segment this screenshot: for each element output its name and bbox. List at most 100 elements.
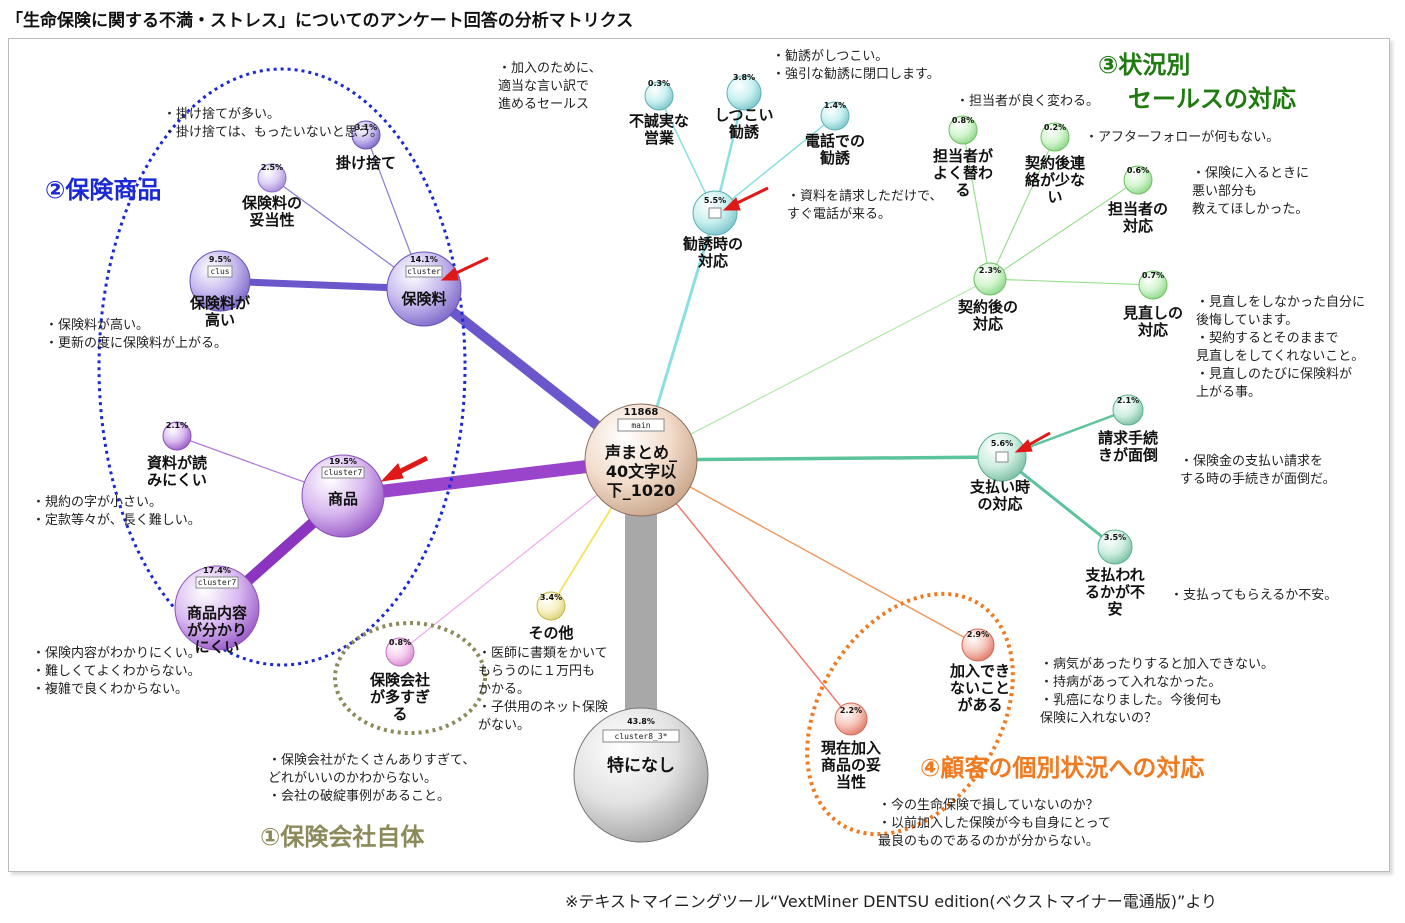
node-kaisha: 0.8% — [385, 637, 415, 667]
node-datosei: 2.5% — [257, 163, 287, 193]
percent-label: 14.1% — [410, 255, 438, 264]
node-label-shohin: 商品 — [327, 490, 359, 508]
cluster-tag: cluster7 — [324, 468, 363, 477]
note-sonota: ・医師に書類をかいて もらうのに１万円も かかる。・子供用のネット保険 がない。 — [478, 646, 609, 733]
note-shitsukoi: ・勧誘がしつこい。・強引な勧誘に閉口します。 — [772, 49, 940, 82]
svg-text:0.3%: 0.3% — [648, 79, 670, 88]
edge-kanyuji-denwa — [714, 115, 836, 214]
node-kanyuji: 5.5% — [692, 190, 738, 236]
edge-center-keiyakugo — [640, 278, 991, 461]
node-label-kaisha: 保険会社が多すぎる — [369, 671, 431, 723]
node-denwa: 1.4% — [820, 101, 850, 131]
cluster-tag: cluster8_3* — [615, 732, 668, 741]
group-label-sales-1: ③状況別 — [1098, 51, 1191, 79]
edge-center-shiharaiji — [640, 455, 1003, 462]
node-kakesute: 3.1% — [351, 120, 381, 150]
node-label-naiyo: 商品内容が分かりにくい — [186, 604, 248, 656]
red-arrow-icon — [380, 455, 429, 482]
cluster-tag: clus — [210, 267, 229, 276]
node-label-fuseijitsu: 不誠実な営業 — [628, 112, 690, 147]
node-label-renraku: 契約後連絡が少ない — [1024, 154, 1086, 206]
node-shiryo: 2.1% — [162, 421, 192, 451]
note-fuseijitsu: ・加入のために、 適当な言い訳で 進めるセールス — [498, 61, 602, 112]
node-takai[interactable]: 9.5% clus — [189, 250, 251, 312]
percent-label: 43.8% — [627, 717, 655, 726]
red-arrow-icon — [722, 186, 769, 211]
edge-keiyakugo-renraku — [989, 136, 1056, 280]
node-label-tanto: 担当者がよく替わる — [932, 147, 994, 199]
node-label-datosei: 保険料の妥当性 — [241, 194, 303, 229]
note-naiyo: ・保険内容がわかりにくい。・難しくてよくわからない。・複雑で良くわからない。 — [32, 646, 201, 697]
node-hokenryo[interactable]: 14.1% cluster — [386, 251, 462, 327]
node-label-minaoshi: 見直しの対応 — [1122, 304, 1184, 339]
svg-text:2.5%: 2.5% — [261, 163, 283, 172]
svg-text:1.4%: 1.4% — [824, 101, 846, 110]
node-minaoshi: 0.7% — [1138, 270, 1168, 300]
svg-text:0.6%: 0.6% — [1127, 166, 1149, 175]
small-nodes: 3.1% 2.5% 2.1% 0.8% 3.4% 0.3% 3.8% 1.4% … — [162, 73, 1168, 736]
note-takai: ・保険料が高い。・更新の度に保険料が上がる。 — [45, 318, 228, 351]
node-tantotaio: 0.6% — [1123, 165, 1153, 195]
svg-text:0.7%: 0.7% — [1142, 271, 1164, 280]
group-label-company: ①保険会社自体 — [260, 823, 425, 851]
node-label-seikyu: 請求手続きが面倒 — [1097, 429, 1159, 464]
svg-text:0.8%: 0.8% — [389, 638, 411, 647]
red-arrow-icon — [440, 256, 489, 281]
node-center[interactable]: 11868 main — [584, 403, 698, 517]
node-label-keiyakugo: 契約後の対応 — [957, 298, 1019, 333]
svg-text:3.5%: 3.5% — [1104, 533, 1126, 542]
node-label-sonota: その他 — [528, 624, 574, 642]
svg-text:3.4%: 3.4% — [540, 593, 562, 602]
note-denwa: ・資料を請求しただけで、 すぐ電話が来る。 — [787, 189, 943, 222]
node-shiharawareru: 3.5% — [1097, 529, 1133, 565]
cluster-tag: cluster — [407, 267, 441, 276]
node-shohin[interactable]: 19.5% cluster7 — [301, 454, 385, 538]
group-outline-company — [333, 621, 487, 735]
node-label-shiharaiji: 支払い時の対応 — [969, 478, 1031, 513]
node-label-hokenryo: 保険料 — [401, 290, 447, 308]
svg-text:5.6%: 5.6% — [991, 439, 1013, 448]
node-label-takai: 保険料が高い — [189, 294, 251, 329]
red-arrow-icon — [1014, 431, 1051, 453]
diagram-frame — [8, 38, 1390, 872]
percent-label: 9.5% — [209, 255, 231, 264]
note-shiharawareru: ・支払ってもらえるか不安。 — [1170, 588, 1338, 603]
node-keiyakugo: 2.3% — [973, 262, 1007, 296]
group-outline-individual — [805, 591, 1015, 837]
node-shiharaiji: 5.6% — [977, 432, 1027, 482]
note-kaisha: ・保険会社がたくさんありすぎて、 どれがいいのかわからない。・会社の破綻事例があ… — [268, 753, 476, 804]
node-sonota: 3.4% — [536, 591, 566, 621]
svg-text:3.1%: 3.1% — [355, 123, 377, 132]
note-minaoshi: ・見直しをしなかった自分に 後悔しています。・契約するとそのままで 見直しをして… — [1196, 295, 1366, 400]
node-renraku: 0.2% — [1040, 122, 1070, 152]
node-label-tokuninashi: 特になし — [607, 756, 675, 776]
svg-text:0.8%: 0.8% — [952, 116, 974, 125]
svg-text:2.1%: 2.1% — [1117, 396, 1139, 405]
percent-label: 19.5% — [329, 457, 357, 466]
node-naiyo[interactable]: 17.4% cluster7 — [174, 565, 260, 651]
node-label-tantotaio: 担当者の対応 — [1107, 200, 1169, 235]
node-tokuninashi[interactable]: 43.8% cluster8_3* — [573, 707, 709, 843]
node-seikyu: 2.1% — [1112, 394, 1144, 426]
edge-keiyakugo-tantotaio — [989, 179, 1139, 280]
group-label-product: ②保険商品 — [45, 176, 162, 204]
group-outline-product — [97, 67, 467, 667]
node-fuseijitsu: 0.3% — [644, 79, 674, 111]
edge-keiyakugo-tanto — [962, 129, 991, 280]
cluster-tag: cluster7 — [198, 578, 237, 587]
cluster-tag: main — [631, 421, 650, 430]
note-tanto: ・担当者が良く変わる。 — [956, 94, 1100, 109]
edge-center-kanyudekinai — [640, 459, 979, 646]
svg-text:2.1%: 2.1% — [166, 421, 188, 430]
edge-keiyakugo-minaoshi — [989, 278, 1154, 286]
node-label-genzai: 現在加入商品の妥当性 — [820, 739, 882, 791]
page-title: 「生命保険に関する不満・ストレス」についてのアンケート回答の分析マトリクス — [6, 11, 634, 31]
svg-text:2.9%: 2.9% — [967, 630, 989, 639]
svg-text:3.8%: 3.8% — [733, 73, 755, 82]
group-label-sales-2: セールスの対応 — [1128, 85, 1296, 113]
source-footnote: ※テキストマイニングツール“VextMiner DENTSU edition(ベ… — [565, 892, 1217, 911]
svg-text:0.2%: 0.2% — [1044, 123, 1066, 132]
percent-label: 17.4% — [203, 566, 231, 575]
note-genzai: ・今の生命保険で損していないのか？・以前加入した保険が今も自身にとって 最良のも… — [878, 798, 1111, 849]
